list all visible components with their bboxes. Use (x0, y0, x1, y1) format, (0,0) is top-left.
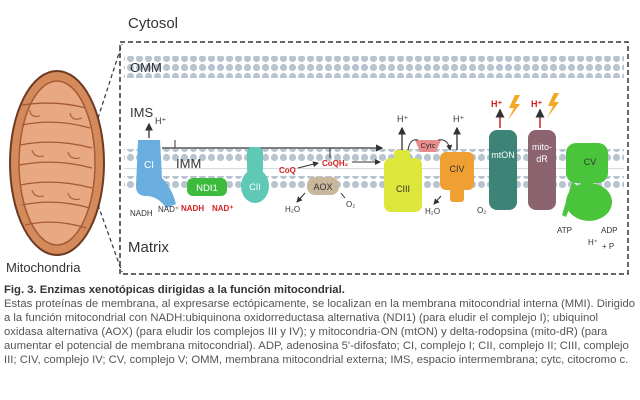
cv-p-label: + P (602, 242, 614, 251)
zoom-line-bottom (97, 204, 123, 273)
label-ims: IMS (130, 105, 153, 120)
caption-body: Estas proteínas de membrana, al expresar… (4, 298, 636, 367)
ciii-proton-label: H⁺ (397, 114, 408, 124)
svg-text:mito-: mito- (532, 142, 552, 152)
cytochrome-c: Cytc (415, 140, 441, 152)
label-matrix: Matrix (128, 239, 169, 256)
svg-text:dR: dR (536, 154, 548, 164)
aox-o2-label: O₂ (346, 200, 355, 209)
cv-atp-label: ATP (557, 226, 572, 235)
svg-text:CV: CV (584, 157, 597, 167)
aox-o2-arrow (340, 192, 346, 199)
svg-text:CI: CI (144, 160, 154, 171)
svg-text:Cytc: Cytc (421, 141, 436, 150)
coq-arrow (297, 161, 319, 169)
mito-dr-lightning-icon (547, 93, 559, 118)
mito-dr-proton-label: H⁺ (531, 99, 542, 109)
caption-title: Enzimas xenotópicas dirigidas a la funci… (39, 284, 345, 296)
cv-adp-label: ADP (601, 226, 617, 235)
label-imm: IMM (176, 156, 201, 171)
label-cytosol: Cytosol (128, 15, 178, 32)
coq-label: CoQ (279, 166, 296, 175)
civ-h2o-label: H₂O (425, 207, 440, 216)
aox: AOX (307, 177, 339, 195)
cytc-arrow-in (407, 139, 419, 151)
cytc-arrow-out (437, 139, 453, 151)
mitochondrion-illustration (9, 70, 105, 256)
ci-proton-label: H⁺ (155, 116, 166, 126)
ndi1-nad-label: NAD⁺ (212, 204, 234, 213)
civ-proton-label: H⁺ (453, 114, 464, 124)
outer-membrane (124, 56, 624, 78)
ndi1-nadh-label: NADH (181, 204, 204, 213)
complex-iv: CIV (440, 152, 474, 202)
figure-caption: Fig. 3. Enzimas xenotópicas dirigidas a … (4, 283, 636, 368)
svg-text:mtON: mtON (491, 150, 515, 160)
svg-text:NDI1: NDI1 (196, 183, 218, 194)
mito-dr: mito- dR (528, 130, 556, 210)
civ-h2o-arrow (433, 195, 442, 205)
complex-v: CV (562, 143, 612, 221)
ci-nadh-label: NADH (130, 209, 153, 218)
aox-h2o-label: H₂O (285, 205, 300, 214)
civ-o2-label: O₂ (477, 206, 486, 215)
ndi1: NDI1 (187, 178, 227, 196)
zoom-line-top (97, 43, 123, 119)
complex-i: CI (136, 140, 176, 208)
complex-iii: CIII (384, 150, 422, 212)
ci-nad-label: NAD⁺ (158, 205, 179, 214)
svg-text:CIV: CIV (449, 164, 464, 174)
aox-h2o-arrow (296, 192, 306, 203)
mton-lightning-icon (508, 95, 520, 120)
label-mitochondria: Mitochondria (6, 260, 81, 275)
mton-proton-label: H⁺ (491, 99, 502, 109)
caption-fig-label: Fig. 3. (4, 284, 37, 296)
coqh2-label: CoQH₂ (322, 159, 349, 168)
svg-text:CIII: CIII (396, 184, 410, 194)
electron-path-branches (174, 140, 331, 158)
svg-text:AOX: AOX (313, 182, 332, 192)
mton: mtON (489, 130, 517, 210)
svg-text:CII: CII (249, 182, 261, 192)
label-omm: OMM (130, 60, 162, 75)
mitochondria-diagram: Cytosol OMM IMS IMM Matrix Mitochondria … (6, 15, 629, 275)
cv-h-plus-label: H⁺ (588, 238, 598, 247)
complex-ii: CII (241, 147, 269, 203)
zoom-panel-border (119, 41, 629, 275)
